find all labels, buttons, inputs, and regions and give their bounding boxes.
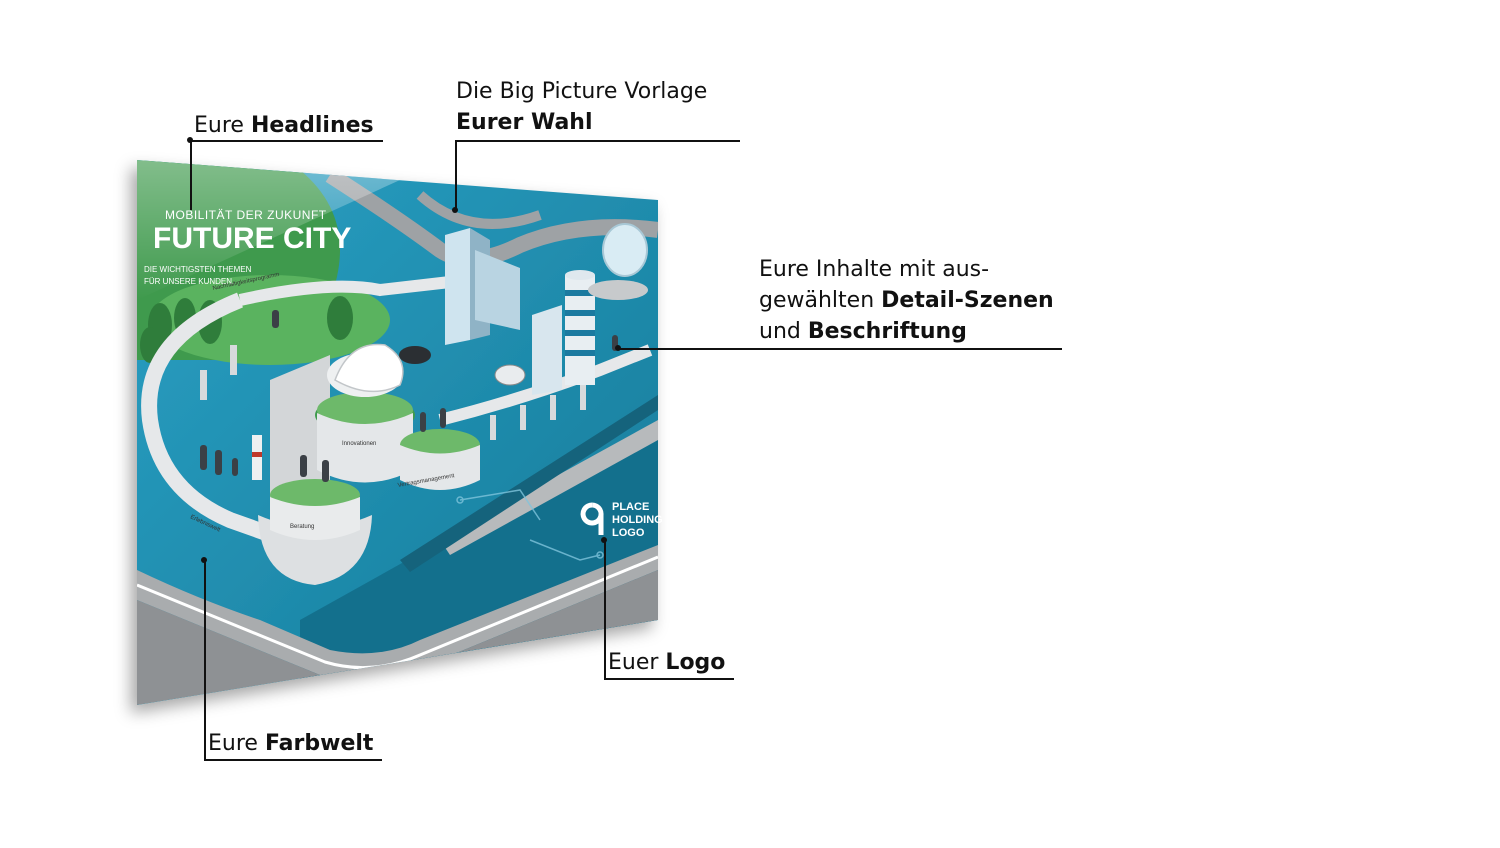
contents-rule-h — [618, 348, 1062, 350]
colors-rule-h — [204, 759, 382, 761]
headlines-label-regular: Eure — [194, 113, 251, 138]
bottom-road — [137, 545, 658, 682]
poster-subtitle-1: DIE WICHTIGSTEN THEMEN — [144, 265, 252, 274]
colors-rule-v — [204, 560, 206, 760]
logo-rule-h — [604, 678, 734, 680]
poster-title: FUTURE CITY — [153, 222, 351, 255]
colors-label-regular: Eure — [208, 731, 265, 756]
logo-line-1: PLACE — [612, 501, 649, 513]
logo-label-bold: Logo — [665, 650, 726, 675]
logo-rule-v — [604, 540, 606, 679]
contents-label-line2-bold: Detail-Szenen — [881, 288, 1054, 313]
scene-label-beratung: Beratung — [290, 524, 314, 530]
logo-line-2: HOLDING — [612, 514, 663, 526]
headlines-label-bold: Headlines — [250, 113, 374, 138]
headlines-rule-h — [190, 140, 383, 142]
headlines-label: Eure Headlines — [194, 110, 374, 141]
contents-label-line1: Eure Inhalte mit aus- — [759, 257, 990, 282]
contents-label-line2-regular: gewählten — [759, 288, 882, 313]
contents-label-line3-regular: und — [759, 319, 808, 344]
contents-label-line3-bold: Beschriftung — [807, 319, 967, 344]
template-label-line1: Die Big Picture Vorlage — [456, 79, 708, 104]
scene-label-innovationen: Innovationen — [342, 441, 376, 447]
logo-label: Euer Logo — [608, 647, 725, 678]
template-label: Die Big Picture Vorlage Eurer Wahl — [456, 76, 707, 138]
logo-label-regular: Euer — [608, 650, 666, 675]
logo-line-3: LOGO — [612, 527, 645, 539]
poster-subtitle-2: FÜR UNSERE KUNDEN. — [144, 277, 234, 286]
template-label-line2: Eurer Wahl — [456, 110, 593, 135]
headlines-rule-v — [190, 140, 192, 210]
central-platform — [258, 343, 480, 585]
poster-kicker: MOBILITÄT DER ZUKUNFT — [165, 208, 327, 222]
diagonal-road — [440, 420, 658, 555]
placeholder-logo: PLACE HOLDING LOGO — [580, 501, 663, 539]
template-rule-v — [455, 140, 457, 210]
colors-label: Eure Farbwelt — [208, 728, 373, 759]
contents-label: Eure Inhalte mit aus- gewählten Detail-S… — [759, 254, 1054, 347]
bottom-road-lower — [137, 570, 658, 705]
colors-label-bold: Farbwelt — [264, 731, 374, 756]
template-rule-h — [455, 140, 740, 142]
